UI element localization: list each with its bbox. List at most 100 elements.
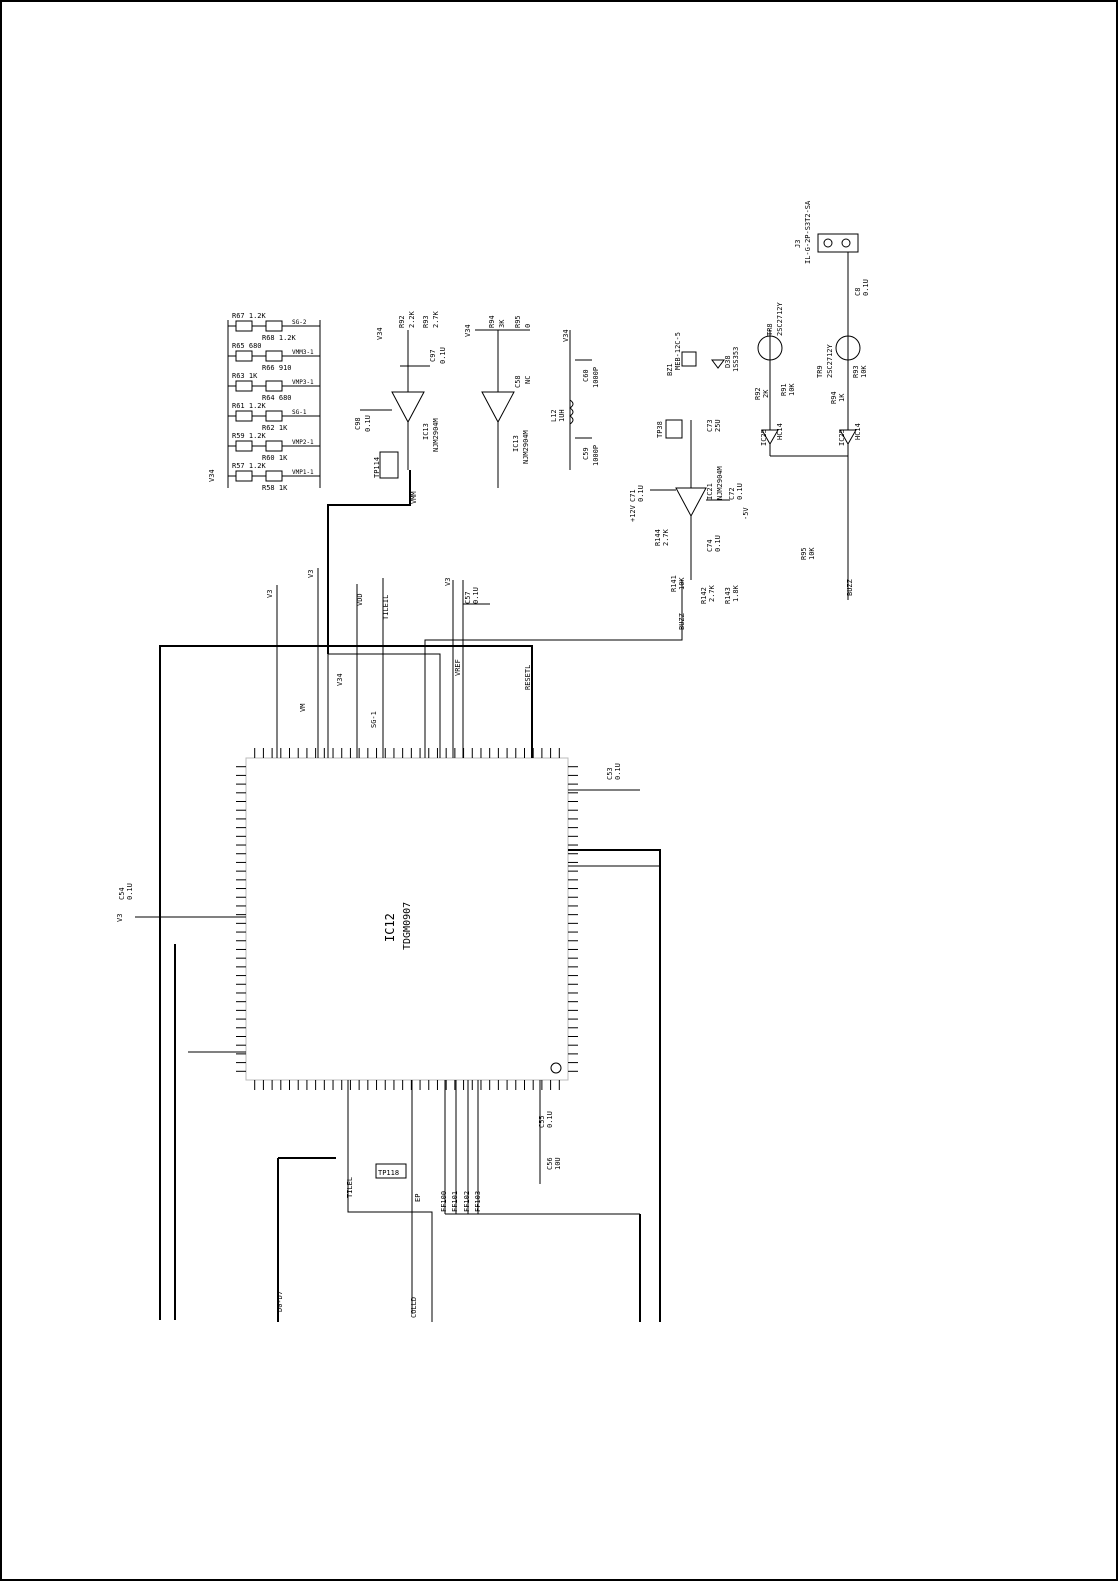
v34-label-b: V34 [376, 327, 384, 340]
c8-value: 0.1U [862, 279, 870, 296]
ladder-ref: R67 1.2K [232, 312, 267, 320]
main-ic-body [245, 757, 569, 1081]
tr9-part: 2SC2712Y [826, 343, 834, 378]
ladder-signal: VMP2-1 [292, 439, 314, 446]
tp38-label: TP38 [656, 421, 664, 438]
r93-top-value: 2.7K [432, 310, 440, 328]
c58-ref: C58 [514, 375, 522, 388]
r92-top-ref: R92 [398, 315, 406, 328]
vdd-label: VDD [356, 593, 364, 606]
c98-value: 0.1U [364, 415, 372, 432]
r95-inv-ref: R95 [800, 547, 808, 560]
op-amp-1-part: NJM2904M [432, 418, 440, 452]
r91-value: 10K [788, 383, 796, 396]
inverter-1-symbol [761, 429, 779, 446]
transistor-tr9 [835, 335, 861, 361]
c54-ref: C54 [118, 887, 126, 900]
d38-value: 1SS353 [732, 347, 740, 372]
ladder-resistor [265, 410, 283, 422]
ladder-resistor [265, 470, 283, 482]
pin1-marker [550, 1062, 562, 1074]
c60-value: 1000P [592, 367, 600, 388]
r92-inv-value: 2K [762, 389, 770, 398]
r94-inv-ref: R94 [830, 391, 838, 404]
ladder-pair: R64 680 [262, 394, 292, 402]
c73-ref: C73 [706, 419, 714, 432]
tr8-part: 2SC2712Y [776, 301, 784, 336]
test-point-tp118 [375, 1163, 407, 1179]
ladder-resistor [265, 440, 283, 452]
ladder-signal: VMM3-1 [292, 349, 314, 356]
r143-value: 1.8K [732, 584, 740, 602]
r92-top-value: 2.2K [408, 310, 416, 328]
filter-block: L12 1UH C60 1000P C59 1000P [550, 330, 600, 470]
ladder-pair: R66 910 [262, 364, 292, 372]
ladder-signal: SG-1 [292, 409, 307, 416]
inv2-ref: IC25 [838, 429, 846, 446]
l12-value: 1UH [558, 409, 566, 422]
main-ic: IC12 TDGM0907 [236, 748, 578, 1090]
bz1-ref: BZ1 [666, 363, 674, 376]
r92-inv-ref: R92 [754, 387, 762, 400]
ladder-pair: R62 1K [262, 424, 288, 432]
output-stage: IC25 HC14 IC25 HC14 TR8 2SC2712Y TR9 2SC… [754, 200, 870, 600]
ladder-signal: VMP3-1 [292, 379, 314, 386]
r93-inv-ref: R93 [852, 365, 860, 378]
main-ic-part: TDGM0907 [402, 902, 413, 950]
vmm-bus [327, 470, 411, 654]
inv1-part: HC14 [776, 423, 784, 440]
connector-pin-2 [841, 238, 851, 248]
c53-ref: C53 [606, 767, 614, 780]
ladder-resistor [235, 440, 253, 452]
r142-ref: R142 [700, 587, 708, 604]
ladder-resistor [235, 380, 253, 392]
ladder-power: V34 [208, 469, 216, 482]
v3-label-a: V3 [266, 590, 274, 598]
v3-label-c: V3 [444, 578, 452, 586]
vmm-net-label: VMM [410, 491, 418, 504]
buzz-line [424, 580, 683, 758]
tileil-label: TILEIL [382, 595, 390, 620]
r94-mid-value: 3K [498, 319, 506, 328]
op-amp-3-symbol [675, 487, 707, 518]
c58-value: NC [524, 376, 532, 384]
ladder-signal: VMP1-1 [292, 469, 314, 476]
test-point-tp114 [379, 451, 399, 479]
inverter-2-symbol [839, 429, 857, 446]
op-amp-1: TP114 IC13 NJM2904M C98 0.1U C97 0.1U R9… [354, 310, 447, 504]
c57-value: 0.1U [472, 587, 480, 604]
inductor-l12 [569, 399, 574, 425]
r91-ref: R91 [780, 383, 788, 396]
c55-value: 0.1U [546, 1111, 554, 1128]
c8-ref: C8 [854, 288, 862, 296]
test-point-tp38 [665, 419, 683, 439]
v34-label-d: V34 [336, 673, 344, 686]
bus-label-d: D0-D7 [276, 1291, 284, 1312]
c60-ref: C60 [582, 369, 590, 382]
tilel-label: TILEL [346, 1177, 354, 1198]
c56-value: 10U [554, 1157, 562, 1170]
ladder-pair: R58 1K [262, 484, 288, 492]
right-bus [568, 849, 661, 1322]
v3-label-b: V3 [307, 570, 315, 578]
tileil-line [347, 1080, 433, 1322]
tr9-ref: TR9 [816, 365, 824, 378]
diode-d38 [711, 359, 725, 369]
ladder-resistor [235, 470, 253, 482]
r144-ref: R144 [654, 529, 662, 546]
c72-ref: C72 [728, 487, 736, 500]
ladder-ref: R59 1.2K [232, 432, 267, 440]
c59-ref: C59 [582, 447, 590, 460]
bz1-part: MEB-12C-5 [674, 332, 682, 370]
resetl-label: RESETL [524, 665, 532, 690]
inv1-ref: IC25 [760, 429, 768, 446]
r95-inv-value: 10K [808, 547, 816, 560]
v34-label-c: V34 [562, 329, 570, 342]
j3-part: IL-G-2P-S3T2-SA [804, 200, 812, 264]
p12v-label: +12V [629, 504, 637, 522]
ladder-ref: R61 1.2K [232, 402, 267, 410]
c55-ref: C55 [538, 1115, 546, 1128]
vm-label: VM [299, 704, 307, 712]
c71-value: 0.1U [637, 485, 645, 502]
tp118-label: TP118 [378, 1169, 399, 1177]
